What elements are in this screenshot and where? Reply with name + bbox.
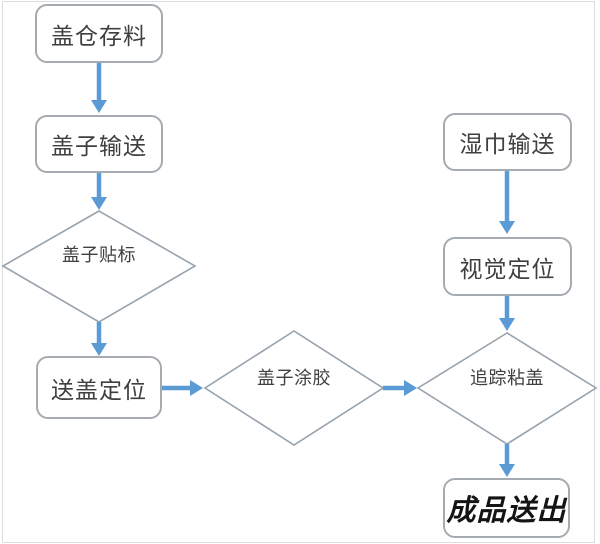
- arrow-cover-storage-to-cover-transport: [91, 63, 107, 113]
- arrow-tracking-bonding-to-product-output: [499, 444, 515, 477]
- arrow-cover-gluing-to-tracking-bonding: [383, 380, 417, 396]
- arrow-cover-transport-to-cover-labeling: [91, 173, 107, 210]
- diamond-cover-gluing: [203, 330, 385, 446]
- arrow-cover-labeling-to-cover-positioning: [91, 322, 107, 356]
- arrow-head: [499, 464, 515, 477]
- arrow-head: [404, 380, 417, 396]
- arrow-visual-positioning-to-tracking-bonding: [499, 296, 515, 331]
- arrow-cover-positioning-to-cover-gluing: [162, 380, 203, 396]
- arrow-head: [91, 197, 107, 210]
- diamond-label-tracking-bonding: 追踪粘盖: [470, 368, 544, 388]
- node-cover-transport: 盖子输送: [35, 115, 163, 173]
- diamond-label-cover-labeling: 盖子贴标: [62, 245, 136, 265]
- node-label: 湿巾输送: [459, 131, 556, 157]
- node-visual-positioning: 视觉定位: [443, 237, 572, 296]
- arrow-wipes-transport-to-visual-positioning: [499, 171, 515, 234]
- arrow-head: [190, 380, 203, 396]
- node-label: 成品送出: [446, 493, 567, 527]
- arrow-head: [91, 343, 107, 356]
- node-cover-storage: 盖仓存料: [35, 4, 163, 63]
- node-cover-positioning: 送盖定位: [36, 356, 162, 419]
- node-wipes-transport: 湿巾输送: [443, 113, 572, 171]
- node-label: 送盖定位: [51, 376, 147, 403]
- node-product-output: 成品送出: [443, 478, 570, 538]
- arrow-head: [499, 221, 515, 234]
- arrow-head: [91, 100, 107, 113]
- node-label: 盖仓存料: [51, 22, 147, 49]
- arrow-head: [499, 318, 515, 331]
- node-label: 视觉定位: [459, 255, 556, 282]
- node-label: 盖子输送: [51, 133, 147, 159]
- diamond-label-cover-gluing: 盖子涂胶: [257, 368, 331, 388]
